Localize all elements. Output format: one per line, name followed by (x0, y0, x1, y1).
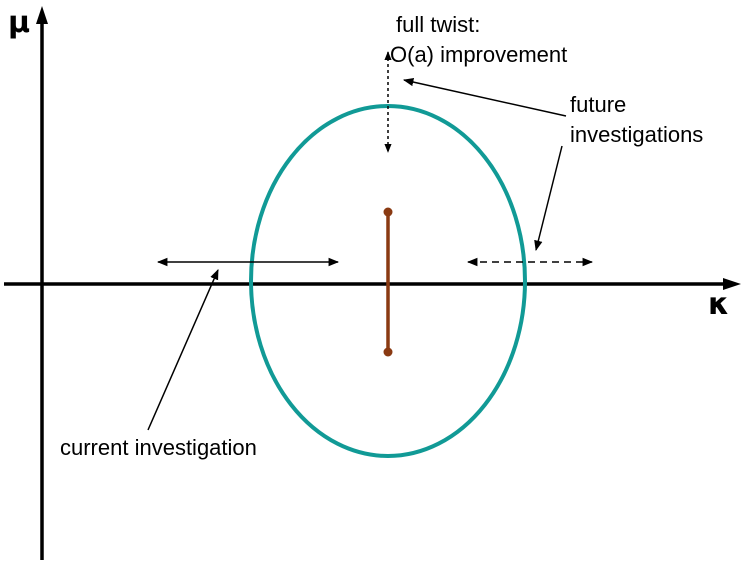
future-label-line1: future (570, 92, 626, 117)
future-pointer-line-to-label (402, 77, 567, 117)
vertical-axis-arrowhead (36, 6, 48, 24)
segment-top-point (383, 207, 393, 217)
full-twist-label-line1: full twist: (396, 12, 480, 37)
kappa-axis-label: κ (708, 287, 729, 322)
current-investigation-label: current investigation (60, 435, 257, 460)
segment-bottom-point (383, 347, 393, 357)
horizontal-axis-arrowhead (723, 278, 741, 290)
current-pointer-line (147, 269, 219, 431)
full-twist-label-line2: O(a) improvement (390, 42, 567, 67)
mu-axis-label: μ (8, 5, 30, 40)
future-pointer-line-to-arrow (534, 145, 563, 252)
future-label-line2: investigations (570, 122, 703, 147)
